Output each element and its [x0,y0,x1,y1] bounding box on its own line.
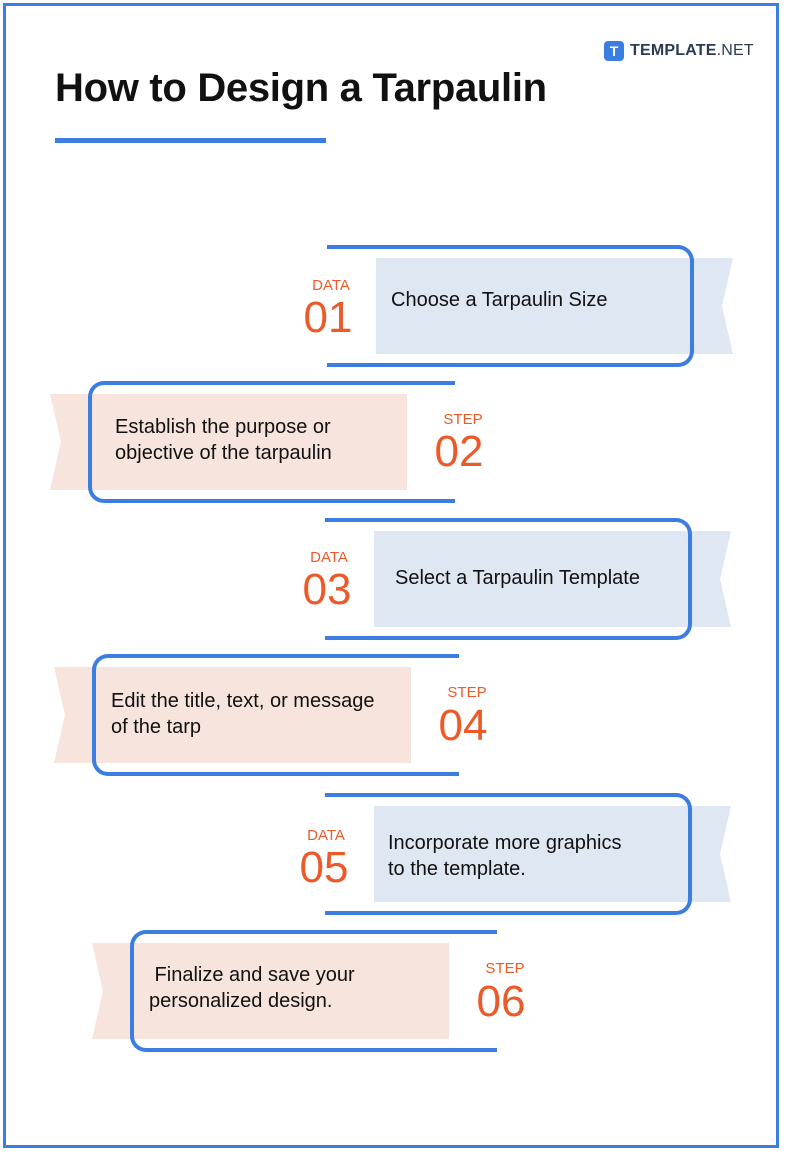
step-4-line-2: of the tarp [111,716,202,738]
step-5-line-1: Incorporate more graphics [388,832,622,854]
brand-logo: T TEMPLATE.NET [604,40,754,62]
step-3-outline [325,518,692,640]
step-5-outline [325,793,692,915]
step-5-label: DATA [307,827,345,844]
step-6-line-1: Finalize and save your [149,964,355,986]
step-2-line-2: objective of the tarpaulin [115,442,332,464]
step-5-line-2: to the template. [388,858,526,880]
step-2-text: Establish the purpose or objective of th… [115,402,405,478]
step-2-outline [88,381,455,503]
brand-badge-icon: T [604,41,624,61]
step-1-line-1: Choose a Tarpaulin Size [391,289,608,311]
title-underline [55,138,326,143]
brand-name-bold: TEMPLATE [630,42,717,59]
step-5-box [374,806,690,902]
brand-name: TEMPLATE.NET [630,42,754,60]
step-1-box [376,258,692,354]
step-3-line-1: Select a Tarpaulin Template [395,567,640,589]
step-2-box [91,394,407,490]
step-4-line-1: Edit the title, text, or message [111,690,375,712]
step-5-number: 05 [299,843,349,892]
brand-name-rest: .NET [716,42,754,59]
step-4-outline [92,654,459,776]
page-title: How to Design a Tarpaulin [55,66,547,110]
step-4-text: Edit the title, text, or message of the … [111,676,406,752]
step-6-line-2: personalized design. [149,990,333,1012]
step-3-text: Select a Tarpaulin Template [395,536,685,620]
step-4-number: 04 [438,701,488,750]
step-6-label: STEP [485,960,525,977]
step-1-text: Choose a Tarpaulin Size [391,258,681,342]
step-3-label: DATA [310,549,348,566]
step-1-outline [327,245,694,367]
step-6-box [133,943,449,1039]
step-2-line-1: Establish the purpose or [115,416,331,438]
step-4-label: STEP [447,684,487,701]
step-2-label: STEP [443,411,483,428]
step-1-label: DATA [312,277,350,294]
step-3-number: 03 [302,565,352,614]
step-6-text: Finalize and save your personalized desi… [149,950,444,1026]
step-6-outline [130,930,497,1052]
step-5-text: Incorporate more graphics to the templat… [388,818,683,894]
step-2-number: 02 [434,427,484,476]
step-4-box [95,667,411,763]
step-1-number: 01 [303,293,353,342]
step-3-box [374,531,690,627]
page-frame [3,3,779,1148]
step-6-number: 06 [476,977,526,1026]
